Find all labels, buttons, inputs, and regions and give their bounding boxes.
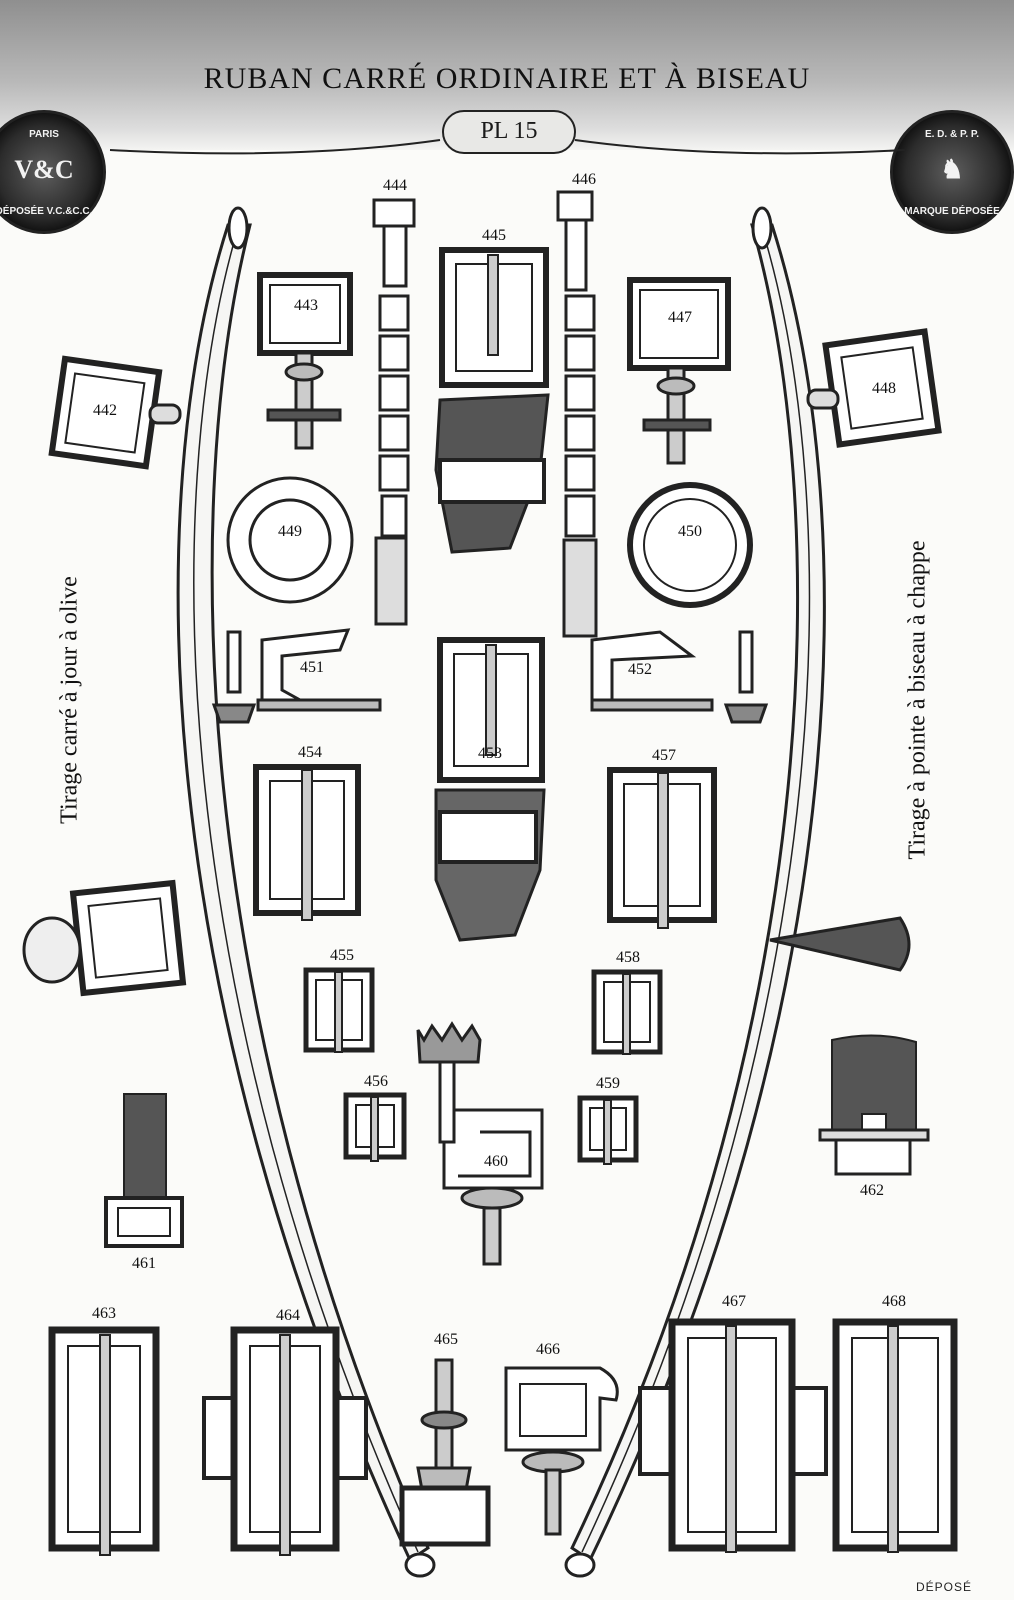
strap-loop-462 (818, 1034, 930, 1176)
item-number-462: 462 (860, 1182, 884, 1199)
item-number-448: 448 (872, 380, 896, 397)
item-number-465: 465 (434, 1331, 458, 1348)
terret-443 (257, 272, 353, 450)
item-number-456: 456 (364, 1073, 388, 1090)
deposit-mark: DÉPOSÉ (915, 1580, 972, 1594)
seal-right-bottom-text: MARQUE DÉPOSÉE (904, 206, 1000, 217)
item-number-460: 460 (484, 1153, 508, 1170)
hook-466 (504, 1366, 619, 1536)
terret-465 (399, 1358, 491, 1547)
hook-451 (211, 628, 382, 724)
terret-442 (48, 355, 182, 470)
right-trace-illustration (564, 206, 826, 1578)
plate-number: PL 15 (442, 110, 576, 154)
buckle-464 (202, 1326, 368, 1556)
buckle-467 (638, 1318, 828, 1553)
item-number-454: 454 (298, 744, 322, 761)
buckle-445 (434, 247, 550, 554)
strap-loop-461 (104, 1093, 184, 1248)
buckle-453 (434, 637, 546, 942)
item-number-452: 452 (628, 661, 652, 678)
item-number-467: 467 (722, 1293, 746, 1310)
terret-448 (806, 328, 942, 448)
item-number-445: 445 (482, 227, 506, 244)
seal-right-top-text: E. D. & P. P. (924, 129, 980, 140)
item-number-464: 464 (276, 1307, 300, 1324)
buckle-454 (253, 764, 361, 921)
maker-seal-right: E. D. & P. P. ♞ MARQUE DÉPOSÉE (890, 110, 1014, 234)
item-number-450: 450 (678, 523, 702, 540)
buckle-455 (303, 967, 375, 1053)
item-number-444: 444 (383, 177, 407, 194)
pointed-tab (769, 916, 911, 972)
chain-444 (372, 198, 416, 626)
chain-446 (556, 190, 598, 638)
buckle-459 (577, 1095, 639, 1165)
item-number-468: 468 (882, 1293, 906, 1310)
item-number-457: 457 (652, 747, 676, 764)
maker-seal-left: PARIS V&C DÉPOSÉE V.C.&C.C. (0, 110, 106, 234)
item-number-449: 449 (278, 523, 302, 540)
terret-447 (627, 277, 731, 465)
item-number-443: 443 (294, 297, 318, 314)
item-number-466: 466 (536, 1341, 560, 1358)
item-number-446: 446 (572, 171, 596, 188)
item-number-463: 463 (92, 1305, 116, 1322)
olive-terret (22, 879, 187, 997)
item-number-442: 442 (93, 402, 117, 419)
horse-head-icon: ♞ (940, 155, 964, 184)
item-number-455: 455 (330, 947, 354, 964)
item-number-453: 453 (478, 745, 502, 762)
buckle-456 (343, 1092, 407, 1162)
item-number-461: 461 (132, 1255, 156, 1272)
item-number-447: 447 (668, 309, 692, 326)
seal-left-bottom-text: DÉPOSÉE V.C.&C.C. (0, 206, 93, 217)
hook-452 (590, 630, 769, 724)
buckle-468 (832, 1318, 958, 1553)
crown-hook-460 (416, 1021, 544, 1266)
item-number-451: 451 (300, 659, 324, 676)
buckle-457 (607, 767, 717, 929)
buckle-463 (48, 1326, 160, 1556)
buckle-458 (591, 969, 663, 1055)
seal-left-monogram: V&C (14, 155, 74, 184)
seal-left-top-text: PARIS (29, 129, 59, 140)
left-trace-illustration (176, 206, 436, 1578)
item-number-459: 459 (596, 1075, 620, 1092)
plate-title: RUBAN CARRÉ ORDINAIRE ET À BISEAU (203, 62, 811, 95)
item-number-458: 458 (616, 949, 640, 966)
